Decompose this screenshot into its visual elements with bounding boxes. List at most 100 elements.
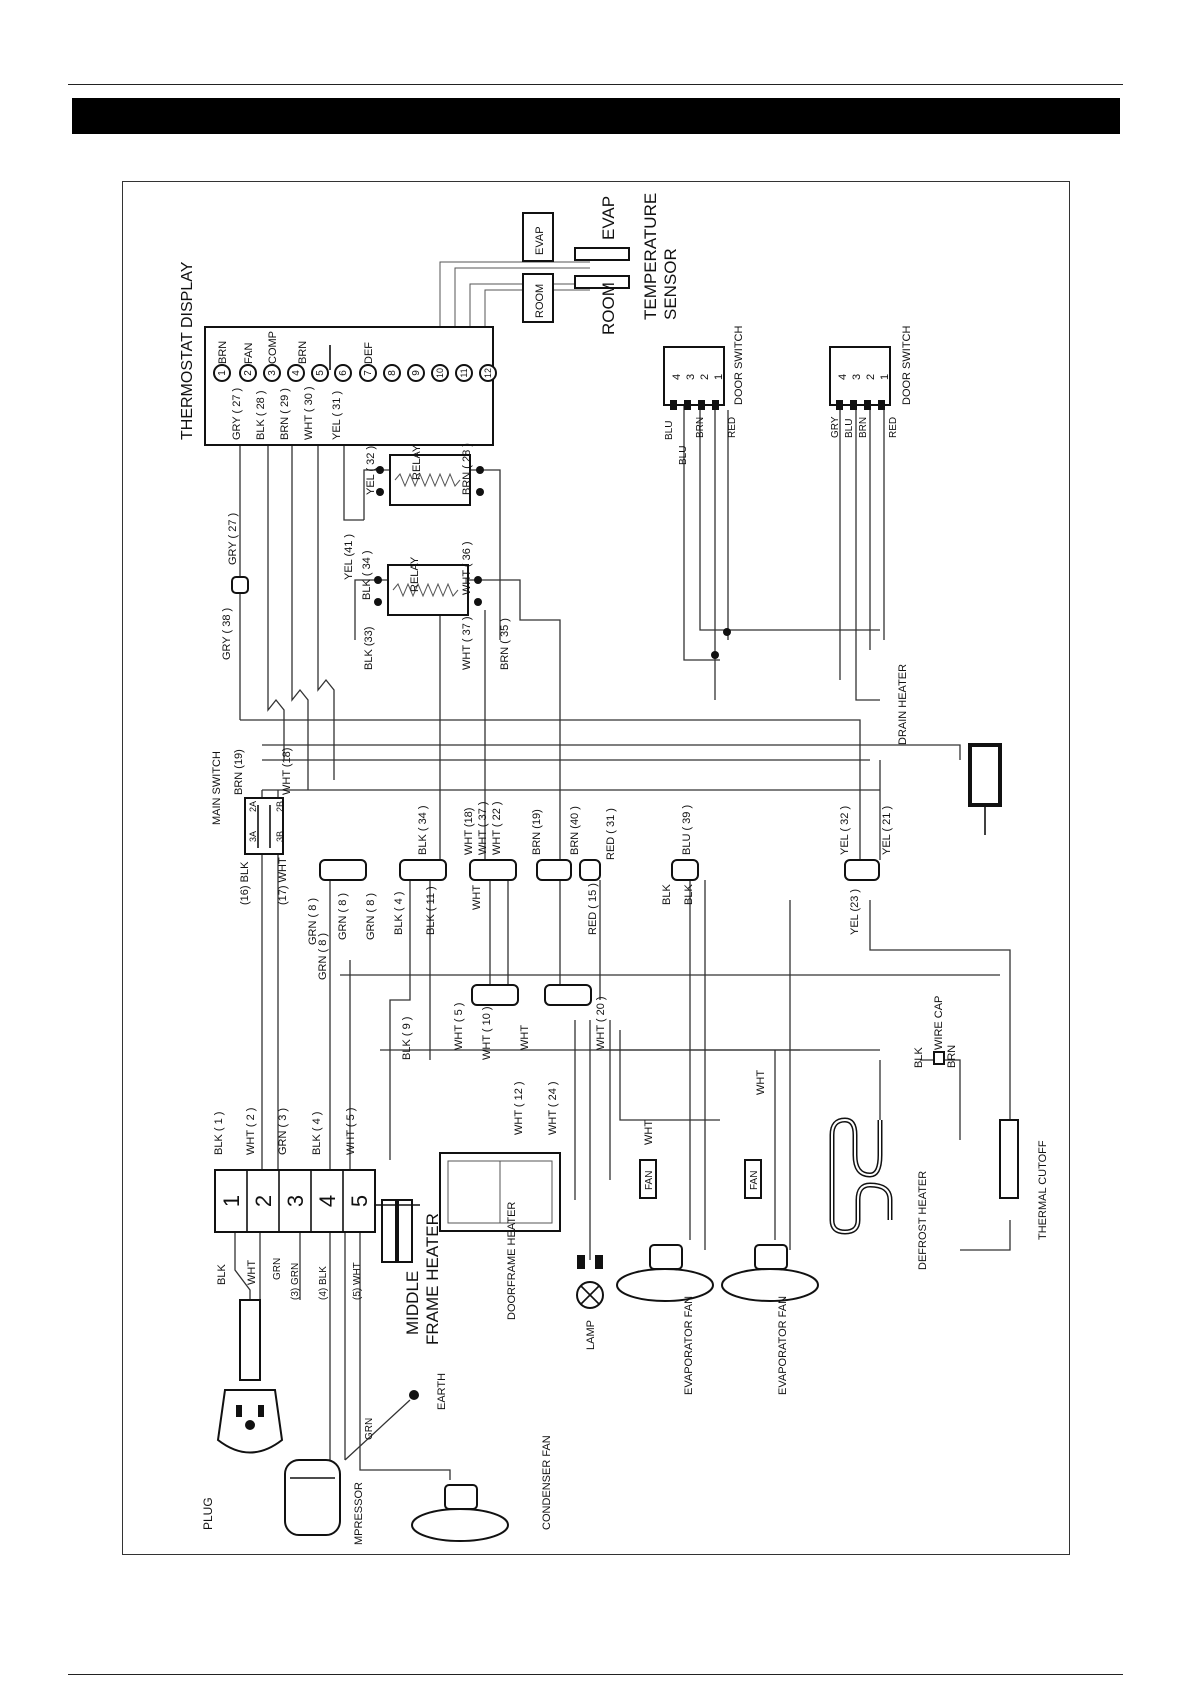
label-blk34-relay: BLK ( 34 ) — [361, 550, 373, 600]
label-blk34b: BLK ( 34 ) — [417, 805, 429, 855]
label-wht5c: (5) WHT — [352, 1262, 363, 1300]
label-main-switch: MAIN SWITCH — [211, 751, 223, 825]
label-evap: EVAP — [599, 196, 618, 240]
middle-frame-heater — [375, 1199, 420, 1263]
label-wht18: WHT (18) — [281, 748, 293, 795]
label-blk-c6b: BLK — [683, 884, 695, 905]
drain-heater — [968, 743, 1002, 835]
label-grn8c: GRN ( 8 ) — [365, 893, 377, 940]
defrost-heater — [829, 1117, 893, 1235]
label-def: DEF — [363, 342, 375, 364]
label-tb2: 2 — [251, 1195, 276, 1207]
label-wht10: WHT ( 10 ) — [481, 1006, 493, 1060]
label-evap-fan-1: EVAPORATOR FAN — [683, 1296, 695, 1395]
label-drain-heater: DRAIN HEATER — [897, 664, 909, 745]
door-switch-pins — [670, 400, 885, 410]
label-room: ROOM — [599, 282, 618, 335]
connectors-row-1 — [319, 859, 880, 881]
label-terminal-4: 4 — [291, 370, 302, 376]
label-fan: FAN — [243, 343, 255, 364]
label-fan-box2: FAN — [749, 1171, 760, 1190]
doorframe-heater — [439, 1152, 561, 1232]
label-ms-2a: 2A — [248, 801, 258, 812]
label-tb-wht: WHT — [246, 1260, 258, 1285]
label-frame-heater: FRAME HEATER — [423, 1213, 442, 1345]
lamp — [576, 1255, 604, 1309]
label-terminal-12: 12 — [483, 368, 493, 378]
label-wht5: WHT ( 5 ) — [453, 1003, 465, 1050]
label-ds2-2: 2 — [865, 374, 877, 380]
label-brn-wc: BRN — [946, 1045, 958, 1068]
label-evap-box: EVAP — [534, 226, 546, 255]
label-ds2-3: 3 — [851, 374, 863, 380]
label-brn19b: BRN (19) — [531, 809, 543, 855]
evaporator-fan-1 — [616, 1159, 714, 1302]
label-wht2: WHT ( 2 ) — [245, 1108, 257, 1155]
label-door-switch-1: DOOR SWITCH — [733, 326, 745, 405]
door-switch-1-box — [663, 346, 725, 406]
label-wht-fan1: WHT — [643, 1120, 655, 1145]
label-tb5: 5 — [347, 1195, 372, 1207]
label-ds1-brn: BRN — [695, 417, 706, 438]
label-ms-3a: 3A — [248, 831, 258, 842]
label-yel23: YEL (23 ) — [849, 889, 861, 935]
label-sensor: SENSOR — [661, 248, 680, 320]
label-terminal-10: 10 — [435, 368, 445, 378]
label-brn19: BRN (19) — [233, 749, 245, 795]
label-wht12: WHT ( 12 ) — [513, 1081, 525, 1135]
label-wht-c4: WHT — [471, 885, 483, 910]
label-evap-fan-2: EVAPORATOR FAN — [777, 1296, 789, 1395]
section-title-bar — [72, 98, 1120, 134]
label-tb1: 1 — [219, 1195, 244, 1207]
evaporator-fan-2 — [721, 1159, 819, 1302]
bottom-rule — [68, 1674, 1123, 1675]
label-yel32b: YEL ( 32 ) — [839, 806, 851, 855]
label-gry27b: GRY ( 27 ) — [227, 513, 239, 565]
label-defrost-heater: DEFROST HEATER — [917, 1171, 929, 1270]
relay-1 — [376, 454, 484, 506]
label-wht-c8: WHT — [519, 1025, 531, 1050]
label-terminal-1: 1 — [217, 370, 228, 376]
label-tb-blk: BLK — [216, 1264, 228, 1285]
label-ds1-2: 2 — [699, 374, 711, 380]
label-room-box: ROOM — [534, 284, 546, 318]
label-terminal-2: 2 — [243, 370, 254, 376]
label-brn35: BRN ( 35 ) — [499, 618, 511, 670]
label-blk11: BLK ( 11 ) — [425, 886, 437, 935]
label-wht37: WHT ( 37 ) — [461, 616, 473, 670]
label-doorframe-heater: DOORFRAME HEATER — [506, 1202, 518, 1320]
label-yel32-top: YEL ( 32 ) — [365, 446, 377, 495]
evap-box — [522, 212, 554, 262]
label-brn29: BRN ( 29 ) — [279, 388, 291, 440]
label-thermostat-display: THERMOSTAT DISPLAY — [179, 261, 196, 440]
label-blk1: BLK ( 1 ) — [213, 1112, 225, 1155]
connectors-row-2 — [471, 984, 592, 1006]
label-ds1-1: 1 — [713, 374, 725, 380]
label-middle: MIDDLE — [403, 1271, 422, 1335]
gry-connector — [231, 576, 249, 594]
wire-cap — [933, 1051, 945, 1065]
plug — [216, 1299, 284, 1454]
terminal-block — [214, 1169, 376, 1233]
label-ds2-red: RED — [888, 417, 899, 438]
label-tb4: 4 — [315, 1195, 340, 1207]
label-grn8a: GRN ( 8 ) — [307, 898, 319, 945]
label-ds1-4: 4 — [671, 374, 683, 380]
thermostat-display-box — [204, 326, 494, 446]
label-wht24: WHT ( 24 ) — [547, 1081, 559, 1135]
label-blk4c: (4) BLK — [318, 1266, 329, 1300]
label-blk28: BLK ( 28 ) — [255, 390, 267, 440]
label-wht22: WHT ( 22 ) — [491, 801, 503, 855]
label-wht-fan2: WHT — [755, 1070, 767, 1095]
label-blk4: BLK ( 4 ) — [393, 892, 405, 935]
label-yel41: YEL (41 ) — [343, 534, 355, 580]
label-brn-term: BRN — [297, 341, 309, 364]
label-relay-1: RELAY — [411, 444, 423, 480]
label-grn-earth: GRN — [364, 1418, 375, 1440]
label-fan-box1: FAN — [644, 1171, 655, 1190]
label-ds2-4: 4 — [837, 374, 849, 380]
label-blk-c6a: BLK — [661, 884, 673, 905]
label-ds1-blu-a: BLU — [664, 421, 675, 440]
label-grn8b: GRN ( 8 ) — [337, 893, 349, 940]
label-terminal-8: 8 — [387, 370, 398, 376]
